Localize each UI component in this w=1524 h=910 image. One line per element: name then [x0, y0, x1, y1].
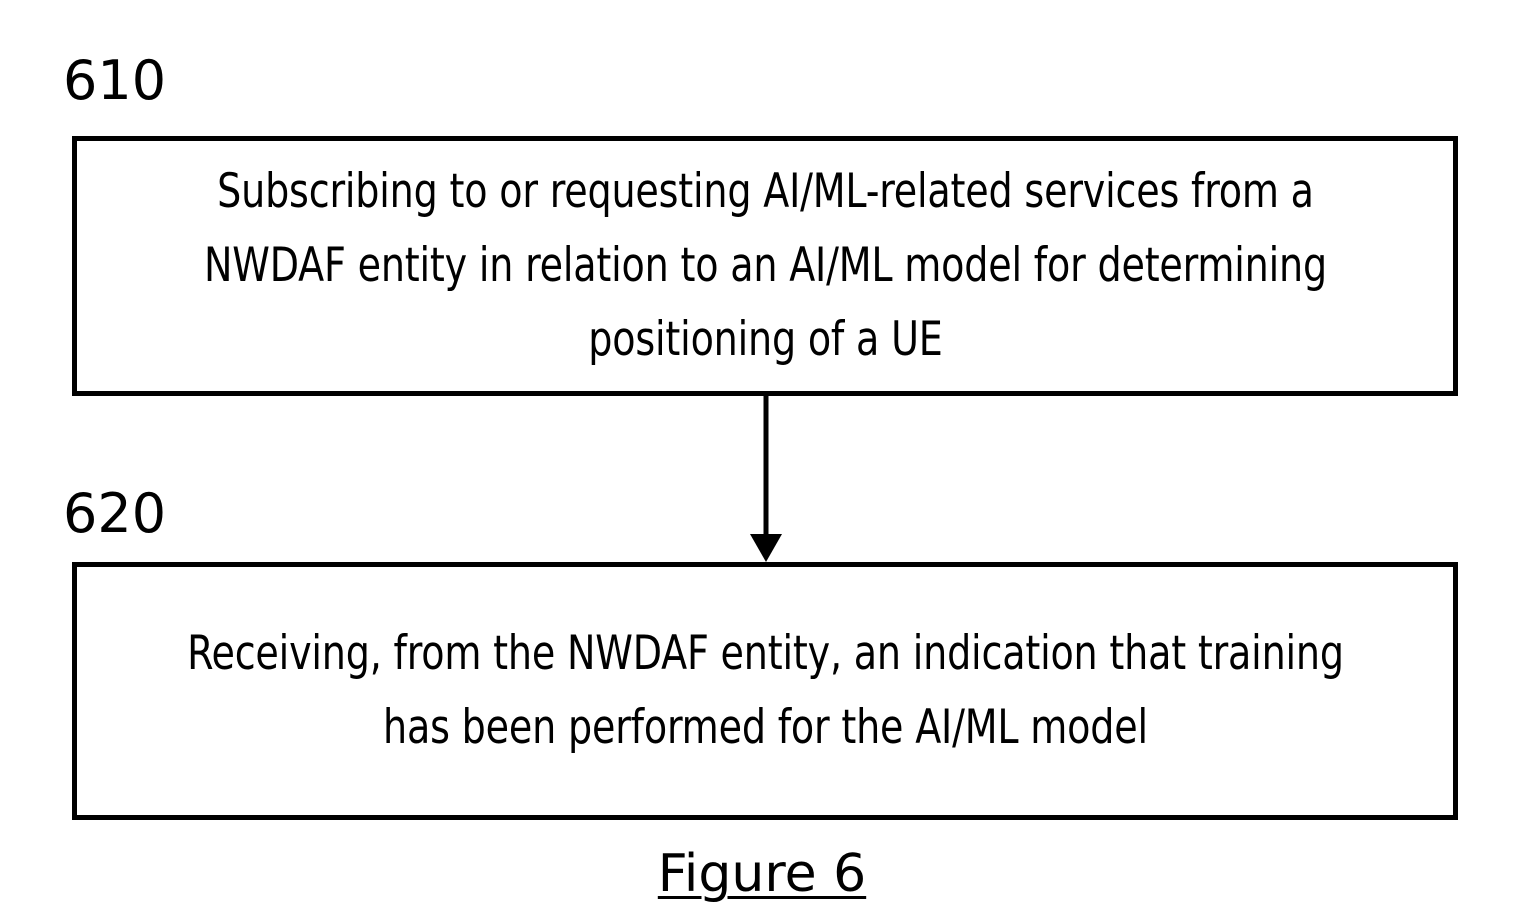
reference-numeral-610: 610	[63, 49, 167, 112]
figure-caption: Figure 6	[0, 846, 1524, 902]
figure-caption-text: Figure 6	[657, 844, 867, 904]
process-step-text-620: Receiving, from the NWDAF entity, an ind…	[186, 625, 1344, 755]
process-step-box-620: Receiving, from the NWDAF entity, an ind…	[72, 562, 1458, 820]
arrow-610-to-620	[749, 396, 783, 563]
process-step-box-610: Subscribing to or requesting AI/ML-relat…	[72, 136, 1458, 396]
reference-numeral-620: 620	[63, 482, 167, 545]
process-step-text-610: Subscribing to or requesting AI/ML-relat…	[203, 163, 1327, 368]
arrow-down-icon	[750, 396, 782, 562]
